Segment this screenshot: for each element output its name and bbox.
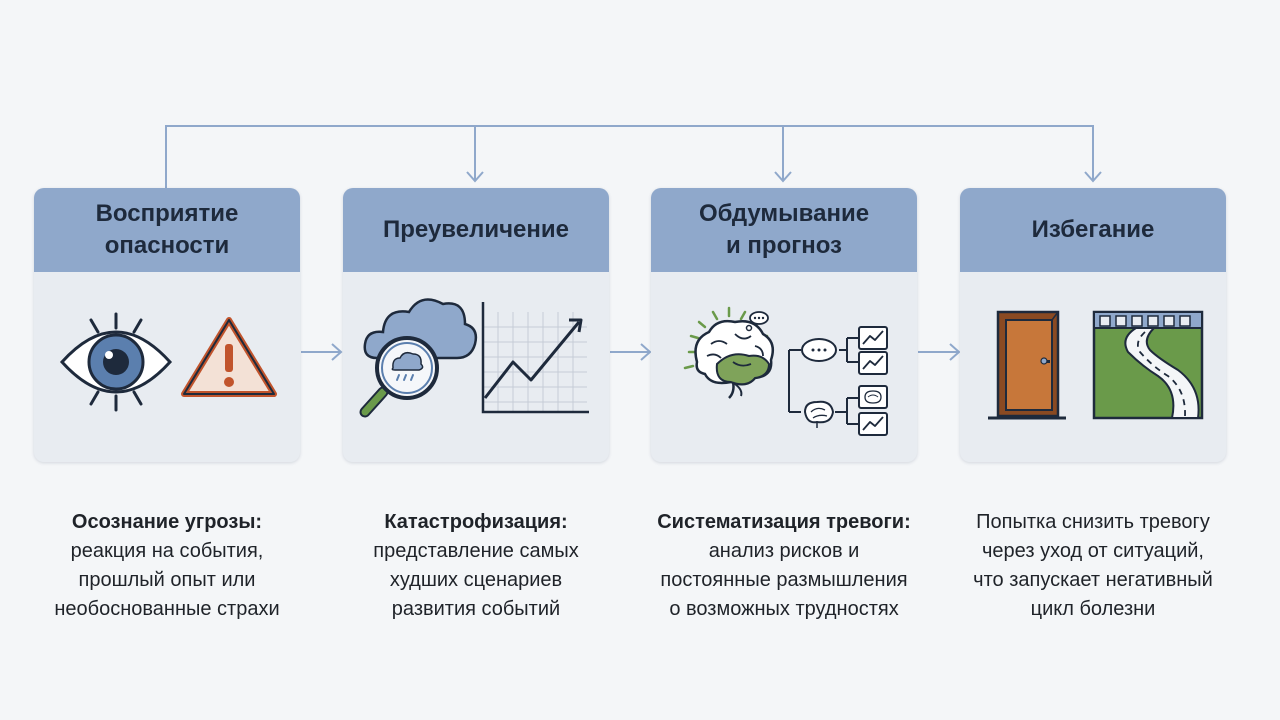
step-illustration xyxy=(34,272,300,462)
description-heading: Осознание угрозы: xyxy=(71,511,263,533)
door-icon xyxy=(988,310,1066,420)
description-body: реакция на события, прошлый опыт или нео… xyxy=(54,540,280,620)
step-description-rumination: Систематизация тревоги: анализ рисков и … xyxy=(634,508,934,624)
step-header: Избегание xyxy=(960,188,1226,272)
decision-tree-icon xyxy=(788,326,888,436)
step-title: Избегание xyxy=(1031,216,1155,243)
winding-road-icon xyxy=(1092,310,1204,420)
step-description-perception: Осознание угрозы: реакция на события, пр… xyxy=(17,508,317,624)
step-title: Преувеличение xyxy=(383,216,569,243)
storm-cloud-magnifier-icon xyxy=(359,298,478,418)
step-card-avoidance: Избегание xyxy=(960,188,1226,462)
step-illustration xyxy=(960,272,1226,462)
step-description-avoidance: Попытка снизить тревогу через уход от си… xyxy=(943,508,1243,624)
step-card-perception: Восприятие опасности xyxy=(34,188,300,462)
step-title: Обдумывание и прогноз xyxy=(698,200,870,259)
step-header: Восприятие опасности xyxy=(34,188,300,272)
step-card-exaggeration: Преувеличение xyxy=(343,188,609,462)
description-body: анализ рисков и постоянные размышления о… xyxy=(660,540,908,620)
step-title: Восприятие опасности xyxy=(95,200,239,259)
description-heading: Систематизация тревоги: xyxy=(657,511,911,533)
step-header: Обдумывание и прогноз xyxy=(651,188,917,272)
feedback-loop-line xyxy=(165,125,1094,188)
step-header: Преувеличение xyxy=(343,188,609,272)
description-body: Попытка снизить тревогу через уход от си… xyxy=(973,511,1213,620)
step-illustration xyxy=(343,272,609,462)
flow-arrow-1-2 xyxy=(301,343,343,361)
flow-arrow-2-3 xyxy=(610,343,652,361)
brain-icon xyxy=(683,306,774,399)
step-description-exaggeration: Катастрофизация: представление самых худ… xyxy=(326,508,626,624)
step-card-rumination: Обдумывание и прогноз xyxy=(651,188,917,462)
flow-arrow-3-4 xyxy=(918,343,961,361)
rising-chart-icon xyxy=(481,302,589,414)
warning-triangle-icon xyxy=(181,317,277,397)
description-heading: Катастрофизация: xyxy=(384,511,568,533)
description-body: представление самых худших сценариев раз… xyxy=(373,540,579,620)
step-illustration xyxy=(651,272,917,462)
eye-icon xyxy=(59,312,173,412)
